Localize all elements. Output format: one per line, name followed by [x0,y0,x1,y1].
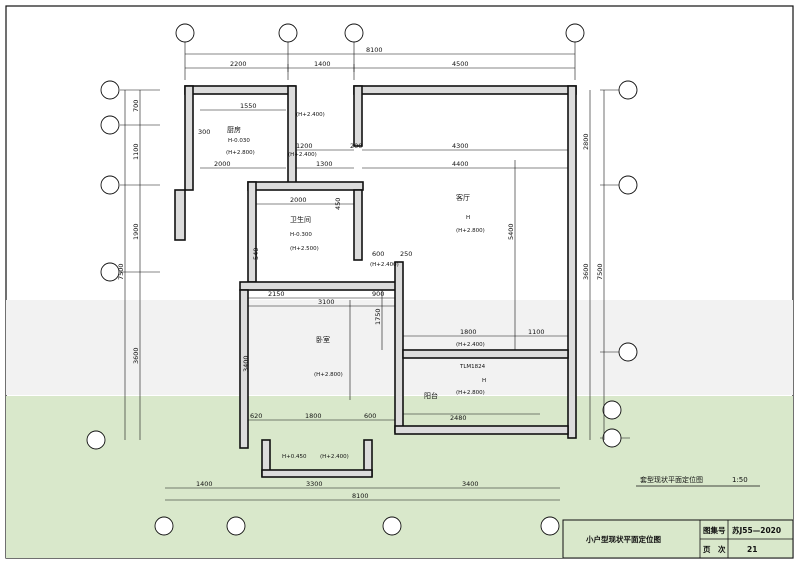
axis-bubbles [86,23,638,536]
dim-bay-600: 600 [364,412,376,420]
dim-bath-2000: 2000 [290,196,307,204]
dim-misc-1750: 1750 [374,308,382,325]
title-block-atlas-label: 图集号 [703,525,726,535]
dim-right-seg-2: 3600 [582,263,590,280]
dim-misc-540: 540 [252,248,260,260]
level-living-floor: H [466,215,470,221]
title-block [562,519,794,559]
level-corridor: (H+2.400) [296,112,325,118]
top-dimension-lines [185,53,575,72]
dim-right-total: 7500 [596,263,604,280]
title-block-title: 小户型现状平面定位图 [586,534,661,544]
dim-bay-620: 620 [250,412,262,420]
dim-misc-450: 450 [334,198,342,210]
level-sun: (H+2.400) [370,262,399,268]
dim-top-seg-2: 1400 [314,60,331,68]
dim-bottom-total: 8100 [352,492,369,500]
dim-bed-2150: 2150 [268,290,285,298]
dim-misc-600: 600 [372,250,384,258]
dim-bay-1800: 1800 [305,412,322,420]
dim-bottom-seg-1: 1400 [196,480,213,488]
dim-bottom-seg-3: 3400 [462,480,479,488]
right-dimension-lines [589,90,605,440]
dim-living-5400: 5400 [507,223,515,240]
level-bay-floor: H+0.450 [282,454,307,460]
level-bed-ceiling: (H+2.800) [314,372,343,378]
room-living: 客厅 [456,193,470,202]
level-corridor-2: (H+2.400) [288,152,317,158]
level-balcony-floor: H [482,378,486,384]
level-kitchen-floor: H-0.030 [228,138,250,144]
dim-top-total: 8100 [366,46,383,54]
dim-kitchen-300: 300 [198,128,210,136]
dim-bath-1300: 1300 [316,160,333,168]
level-bath-floor: H-0.300 [290,232,312,238]
dim-balcony-2480: 2480 [450,414,467,422]
left-dimension-lines [124,90,141,440]
dim-bottom-seg-2: 3300 [306,480,323,488]
door-mark-tlm1824: TLM1824 [459,364,486,370]
dim-living-4400: 4400 [452,160,469,168]
title-block-page-label: 页 次 [703,544,726,554]
dim-sun-1800: 1800 [460,328,477,336]
level-balcony-ceiling: (H+2.800) [456,390,485,396]
dim-sun-1100: 1100 [528,328,545,336]
dim-top-seg-1: 2200 [230,60,247,68]
room-kitchen: 厨房 [227,125,241,134]
dim-left-seg-2: 1100 [132,143,140,160]
room-bathroom: 卫生间 [290,215,311,224]
interior-dimension-lines [165,109,568,501]
dim-left-seg-4: 3600 [132,347,140,364]
plan-caption-scale: 1:50 [732,476,748,484]
title-block-atlas-value: 苏J55—2020 [732,525,781,535]
dim-living-4300: 4300 [452,142,469,150]
title-block-page-value: 21 [747,545,757,554]
level-bay-ceiling: (H+2.400) [320,454,349,460]
dim-kitchen-width: 1550 [240,102,257,110]
dim-misc-250: 250 [400,250,412,258]
dim-left-seg-1: 700 [132,100,140,112]
dim-bed-3400: 3400 [242,355,250,372]
level-hall: (H+2.400) [456,342,485,348]
level-bath-ceiling: (H+2.500) [290,246,319,252]
dim-kitchen-2000: 2000 [214,160,231,168]
plan-caption-title: 套型现状平面定位图 [640,475,703,484]
dim-misc-1200: 1200 [296,142,313,150]
dim-misc-200: 200 [350,142,362,150]
dim-top-seg-3: 4500 [452,60,469,68]
room-balcony: 阳台 [424,391,438,400]
room-bedroom: 卧室 [316,335,330,344]
level-kitchen-ceiling: (H+2.800) [226,150,255,156]
level-living-ceiling: (H+2.800) [456,228,485,234]
dim-bed-900: 900 [372,290,384,298]
dim-bed-3100: 3100 [318,298,335,306]
dim-left-total: 7500 [117,263,125,280]
dim-right-seg-1: 2800 [582,133,590,150]
dim-left-seg-3: 1900 [132,223,140,240]
walls [174,85,577,478]
